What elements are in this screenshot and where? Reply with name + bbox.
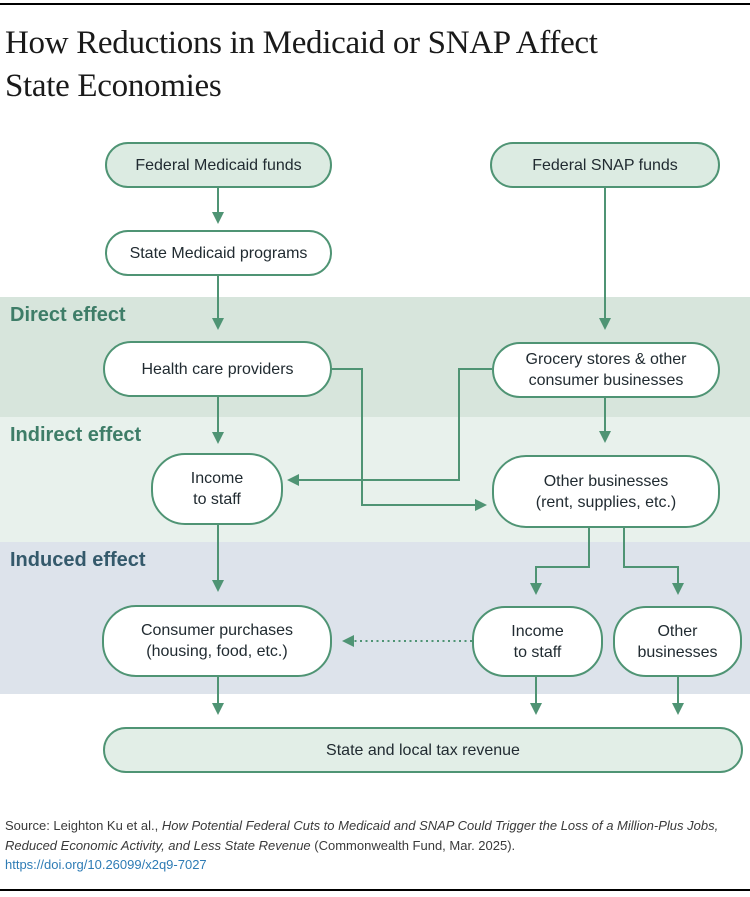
source-citation: How Potential Federal Cuts to Medicaid a… — [5, 818, 719, 853]
node-other-businesses-indirect: Other businesses(rent, supplies, etc.) — [492, 455, 720, 528]
band-induced-effect-label: Induced effect — [10, 549, 146, 571]
source-prefix: Source: Leighton Ku et al., — [5, 818, 162, 833]
page-title-line-2: State Economies — [5, 68, 222, 104]
top-rule — [0, 3, 750, 5]
page-title: How Reductions in Medicaid or SNAP Affec… — [5, 22, 598, 108]
page-title-line-1: How Reductions in Medicaid or SNAP Affec… — [5, 25, 598, 61]
source-suffix: (Commonwealth Fund, Mar. 2025). — [310, 837, 516, 853]
bottom-rule — [0, 889, 750, 891]
node-state-local-tax-revenue: State and local tax revenue — [103, 727, 743, 773]
band-direct-effect-label: Direct effect — [10, 304, 126, 326]
source-link[interactable]: https://doi.org/10.26099/x2q9-7027 — [5, 857, 207, 872]
node-federal-snap-funds: Federal SNAP funds — [490, 142, 720, 188]
node-consumer-purchases: Consumer purchases(housing, food, etc.) — [102, 605, 332, 677]
source-note: Source: Leighton Ku et al., How Potentia… — [5, 816, 747, 875]
node-federal-medicaid-funds: Federal Medicaid funds — [105, 142, 332, 188]
node-health-care-providers: Health care providers — [103, 341, 332, 397]
node-state-medicaid-programs: State Medicaid programs — [105, 230, 332, 276]
band-indirect-effect-label: Indirect effect — [10, 424, 142, 446]
